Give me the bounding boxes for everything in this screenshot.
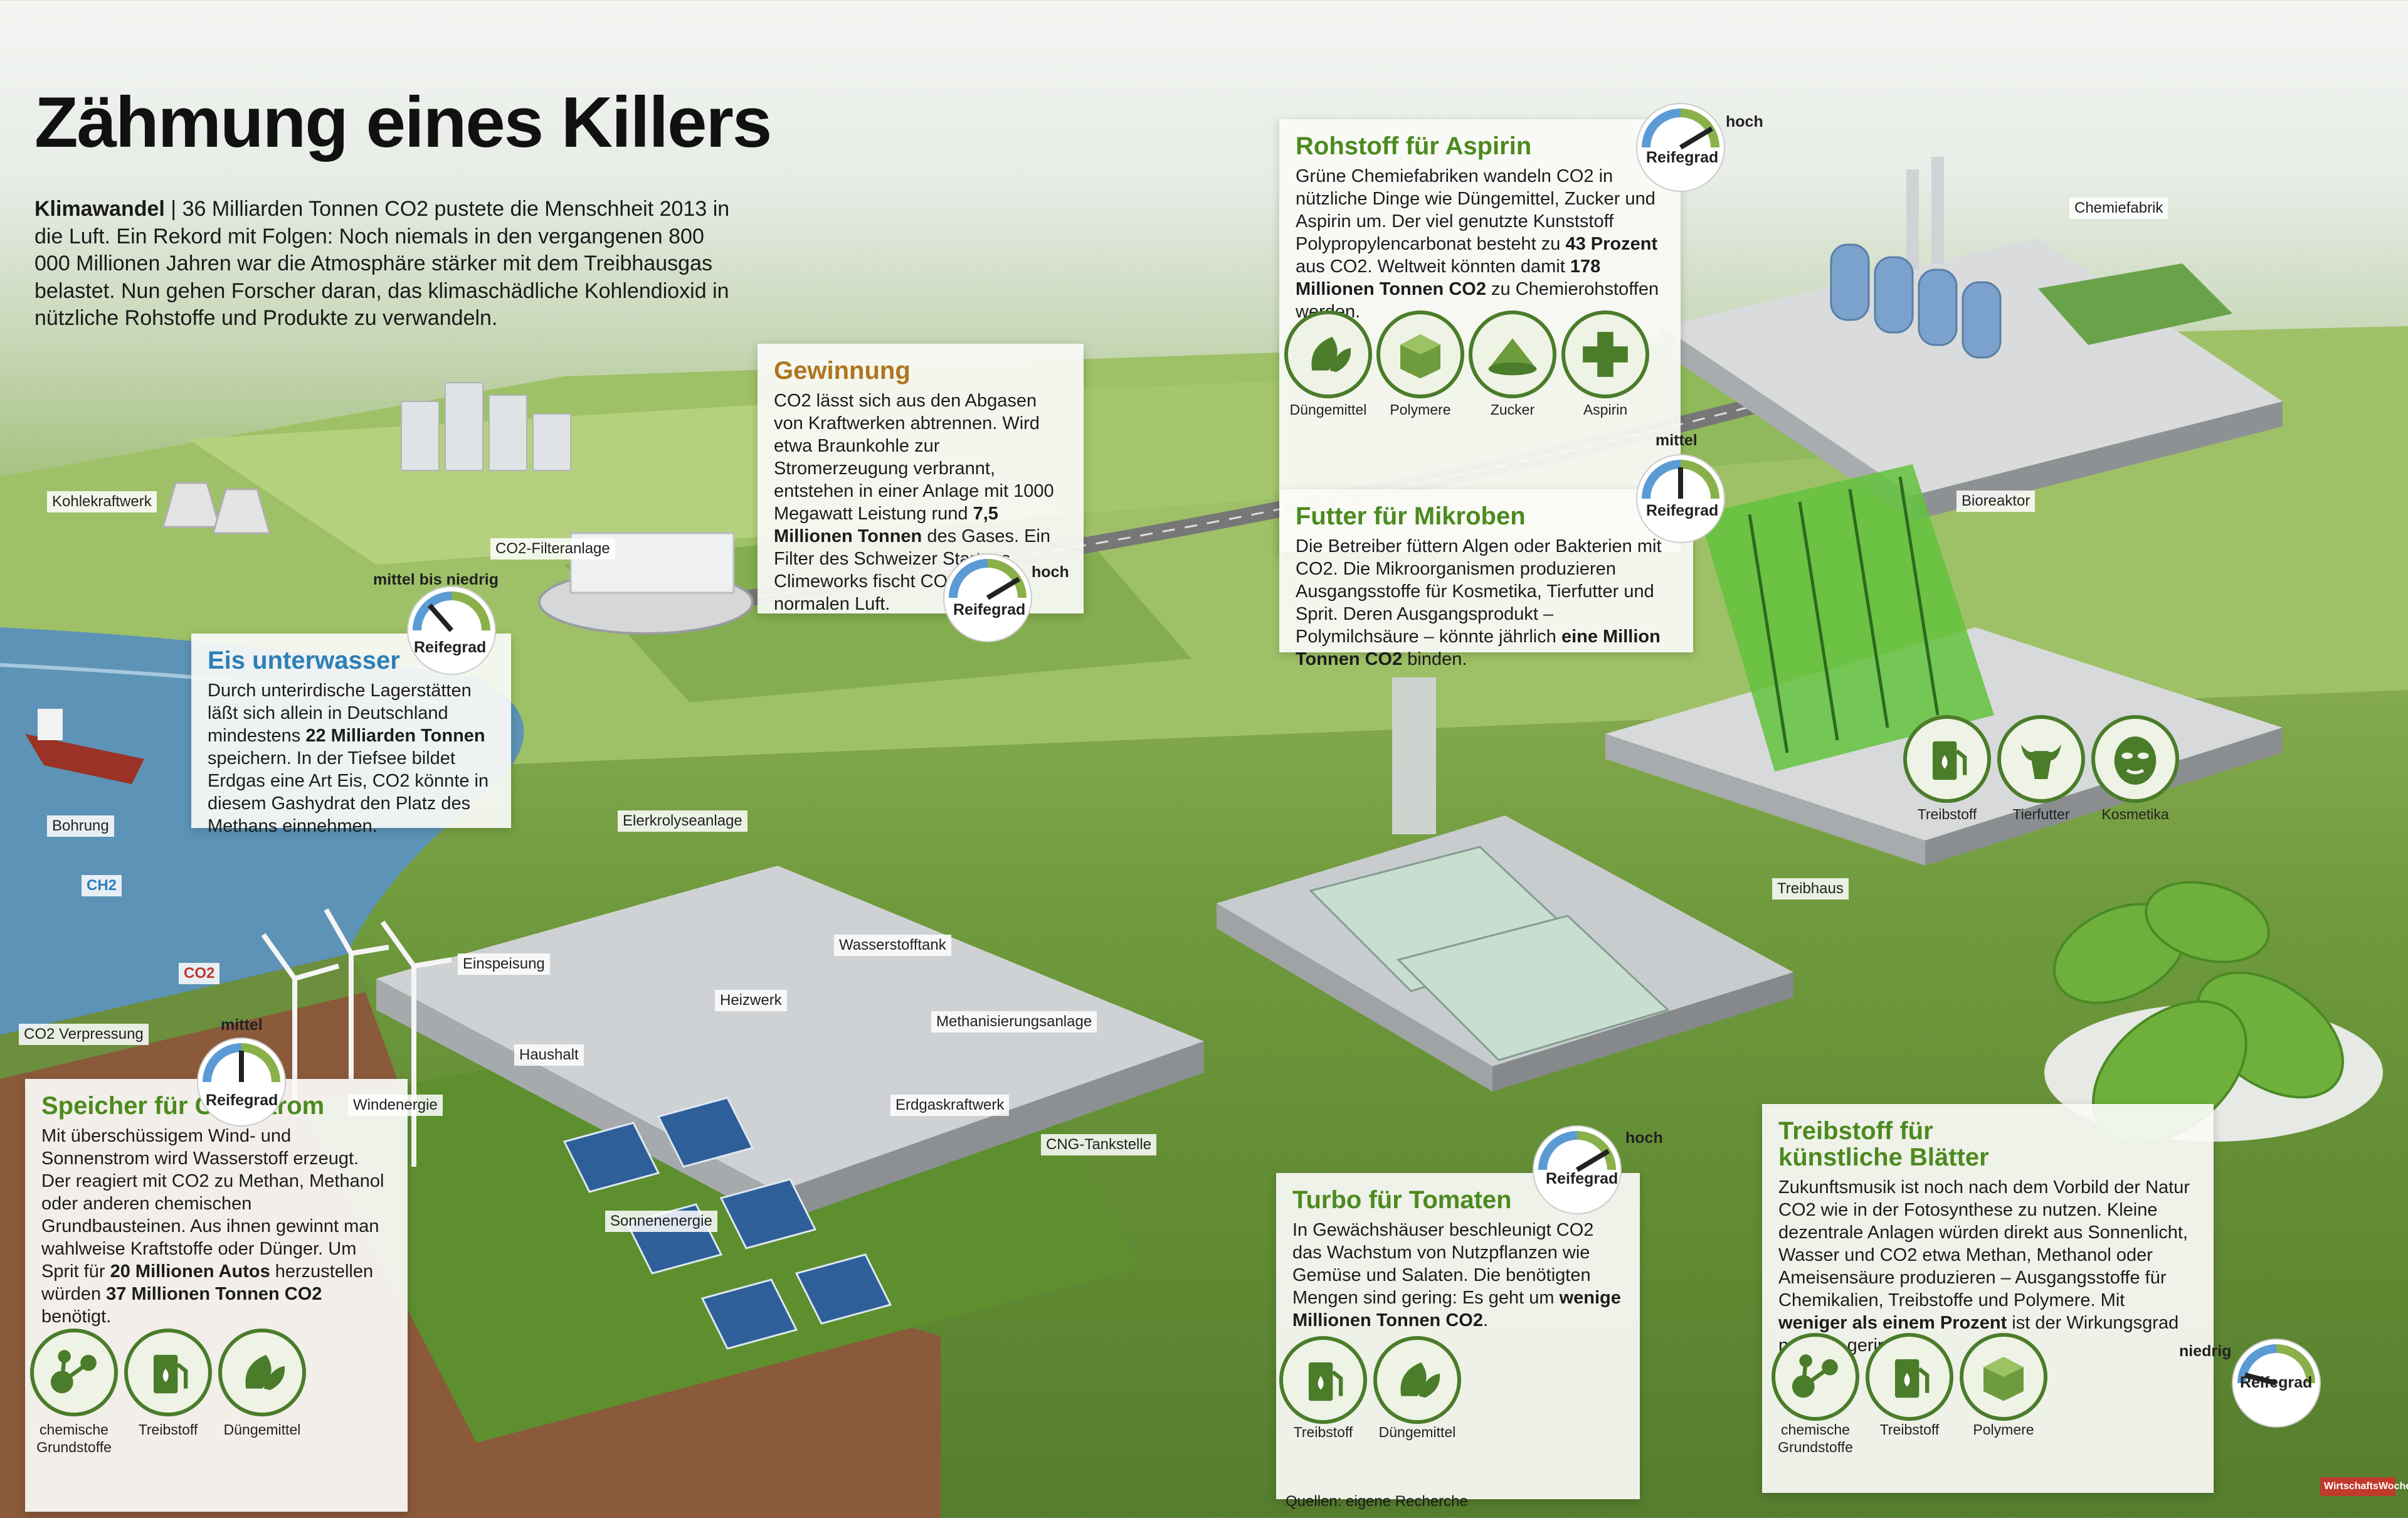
icon-label: Treibstoff <box>1879 1421 1940 1438</box>
label-einspeisung: Einspeisung <box>458 953 550 975</box>
section-gewinnung: Gewinnung CO2 lässt sich aus den Abgasen… <box>758 344 1084 614</box>
label-chemiefabrik: Chemiefabrik <box>2069 198 2168 219</box>
section-tomaten: Turbo für Tomaten In Gewächshäuser besch… <box>1276 1173 1640 1499</box>
icon-label: Polymere <box>1973 1421 2034 1438</box>
section-speicher: Speicher für Grünstrom Mit überschüssige… <box>25 1079 408 1512</box>
source-note: Quellen: eigene Recherche <box>1286 1493 1468 1510</box>
section-text: Grüne Chemiefabriken wandeln CO2 in nütz… <box>1296 166 1659 322</box>
gauge-word-gewinnung: Reifegrad <box>953 601 1026 618</box>
gauge-mikroben <box>1636 454 1725 543</box>
polymer-cube-icon <box>1376 310 1464 398</box>
gauge-word-eis: Reifegrad <box>414 639 487 656</box>
gauge-level-gewinnung: hoch <box>1032 563 1069 581</box>
label-filteranlage: CO2-Filteranlage <box>490 538 615 560</box>
label-wasserstofftank: Wasserstofftank <box>834 935 951 956</box>
gauge-word-tomaten: Reifegrad <box>1546 1170 1619 1187</box>
label-verpressung: CO2 Verpressung <box>19 1024 149 1045</box>
gauge-level-speicher: mittel <box>221 1016 263 1034</box>
section-title: Eis unterwasser <box>208 647 400 674</box>
fertilizer-icon <box>1284 310 1372 398</box>
icon-label: Treibstoff <box>1917 806 1977 822</box>
icon-label: Düngemittel <box>223 1421 301 1438</box>
label-treibhaus: Treibhaus <box>1772 878 1849 900</box>
section-text: Durch unterirdische Lagerstätten läßt si… <box>208 681 489 836</box>
gauge-aspirin <box>1636 103 1725 192</box>
icon-label: chemische Grundstoffe <box>1778 1421 1853 1455</box>
icon-label: Kosmetika <box>2101 806 2169 822</box>
label-haushalt: Haushalt <box>514 1044 584 1066</box>
icon-label: Polymere <box>1390 401 1451 418</box>
gauge-blaetter <box>2232 1339 2321 1428</box>
fuel-pump-icon <box>124 1329 212 1416</box>
sugar-pile-icon <box>1469 310 1556 398</box>
label-co2: CO2 <box>179 963 220 984</box>
section-title: Treibstoff für künstliche Blätter <box>1778 1117 1989 1171</box>
section-kuenstliche-blaetter: Treibstoff für künstliche Blätter Zukunf… <box>1762 1104 2214 1493</box>
page-title: Zähmung eines Killers <box>34 83 772 162</box>
gauge-level-tomaten: hoch <box>1625 1129 1663 1147</box>
label-heizwerk: Heizwerk <box>715 990 787 1011</box>
fuel-pump-icon <box>1866 1333 1953 1421</box>
molecule-icon <box>30 1329 118 1416</box>
gauge-eis <box>407 586 496 675</box>
gauge-tomaten <box>1533 1125 1622 1214</box>
label-windenergie: Windenergie <box>348 1095 443 1116</box>
icon-label: Treibstoff <box>1293 1424 1353 1440</box>
section-title: Turbo für Tomaten <box>1292 1186 1512 1214</box>
gauge-word-blaetter: Reifegrad <box>2240 1374 2313 1391</box>
section-mikroben: Futter für Mikroben Die Betreiber fütter… <box>1279 489 1693 669</box>
intro-body: | 36 Milliarden Tonnen CO2 pustete die M… <box>34 197 730 331</box>
gauge-level-mikroben: mittel <box>1656 432 1698 449</box>
label-elektrolyse: Elerkrolyseanlage <box>618 810 747 832</box>
section-text: In Gewächshäuser beschleunigt CO2 das Wa… <box>1292 1220 1621 1330</box>
icon-label: Düngemittel <box>1289 401 1367 418</box>
gauge-word-speicher: Reifegrad <box>206 1091 278 1109</box>
icon-label: Zucker <box>1490 401 1535 418</box>
label-ch2: CH2 <box>82 875 122 896</box>
bull-head-icon <box>1997 715 2085 803</box>
intro-text: Klimawandel | 36 Milliarden Tonnen CO2 p… <box>34 196 737 332</box>
fertilizer-icon <box>1373 1336 1461 1424</box>
gauge-gewinnung <box>943 553 1032 642</box>
publisher-logo: WirtschaftsWoche <box>2320 1477 2408 1496</box>
polymer-cube-icon <box>1960 1333 2047 1421</box>
gauge-speicher <box>197 1038 286 1127</box>
label-erdgaskraftwerk: Erdgaskraftwerk <box>890 1095 1010 1116</box>
label-sonnenenergie: Sonnenenergie <box>605 1211 717 1232</box>
gauge-level-aspirin: hoch <box>1726 113 1763 130</box>
section-text: Die Betreiber füttern Algen oder Bakteri… <box>1296 536 1662 669</box>
label-kohlekraftwerk: Kohlekraftwerk <box>47 491 157 512</box>
section-text: Zukunftsmusik ist noch nach dem Vorbild … <box>1778 1177 2190 1356</box>
aspirin-cross-icon <box>1561 310 1649 398</box>
face-mask-icon <box>2091 715 2179 803</box>
fertilizer-icon <box>218 1329 306 1416</box>
label-cng: CNG-Tankstelle <box>1041 1134 1157 1155</box>
fuel-pump-icon <box>1903 715 1991 803</box>
section-title: Rohstoff für Aspirin <box>1296 132 1532 160</box>
icon-label: Tierfutter <box>2012 806 2070 822</box>
molecule-icon <box>1772 1333 1859 1421</box>
section-text: Mit überschüssigem Wind- und Sonnenstrom… <box>41 1126 384 1327</box>
icon-label: Aspirin <box>1583 401 1628 418</box>
icon-label: Düngemittel <box>1378 1424 1456 1440</box>
icon-label: Treibstoff <box>138 1421 198 1438</box>
gauge-level-eis: mittel bis niedrig <box>373 571 499 588</box>
gauge-word-aspirin: Reifegrad <box>1646 149 1719 166</box>
label-bohrung: Bohrung <box>47 815 114 837</box>
gauge-word-mikroben: Reifegrad <box>1646 502 1719 519</box>
section-title: Gewinnung <box>774 357 911 385</box>
icon-label: chemische Grundstoffe <box>36 1421 112 1455</box>
intro-lead: Klimawandel <box>34 197 165 221</box>
label-methanisierung: Methanisierungsanlage <box>931 1011 1097 1032</box>
label-bioreaktor: Bioreaktor <box>1956 491 2036 512</box>
section-title: Futter für Mikroben <box>1296 502 1526 530</box>
gauge-level-blaetter: niedrig <box>2179 1342 2232 1360</box>
fuel-pump-icon <box>1279 1336 1367 1424</box>
